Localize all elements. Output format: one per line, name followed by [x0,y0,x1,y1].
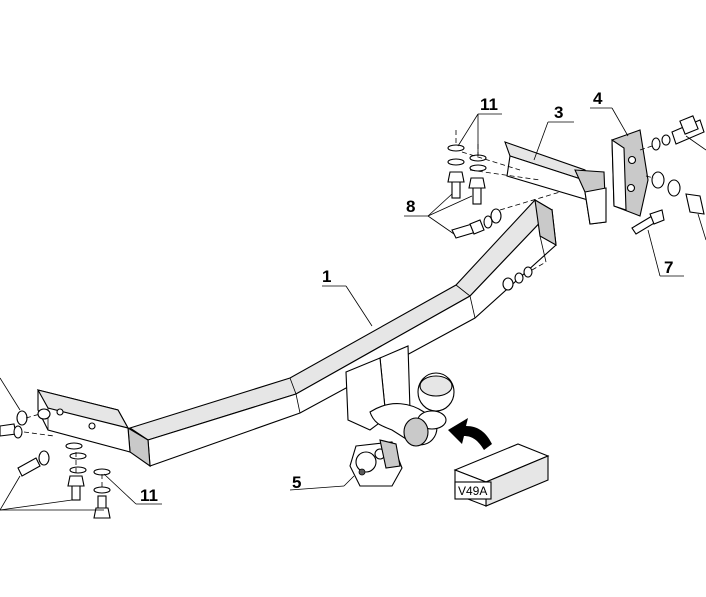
far-right-bolts [631,115,705,235]
package-label: V49A [458,484,487,498]
main-cross-beam [127,198,557,468]
callout-1: 1 [322,267,331,286]
callout-7: 7 [664,258,673,277]
tow-neck-assembly [345,345,455,447]
socket-plate [349,439,403,487]
package-box: V49A [453,443,550,507]
callout-4: 4 [593,89,603,108]
callout-8: 8 [406,197,415,216]
callout-11-bottom: 11 [140,486,158,505]
upper-bolt-stack [447,130,561,239]
leader-lines [0,107,706,511]
right-bracket-plate [504,141,607,225]
callout-3: 3 [554,103,563,122]
install-arrow [448,418,492,450]
callout-5: 5 [292,473,301,492]
left-bolt-stack [0,408,111,519]
left-side-bracket [36,389,131,453]
callout-numbers: 1 3 4 5 7 8 11 11 [140,89,673,505]
callout-11-top: 11 [480,95,498,114]
side-plate [611,129,649,217]
right-nuts [502,261,547,291]
